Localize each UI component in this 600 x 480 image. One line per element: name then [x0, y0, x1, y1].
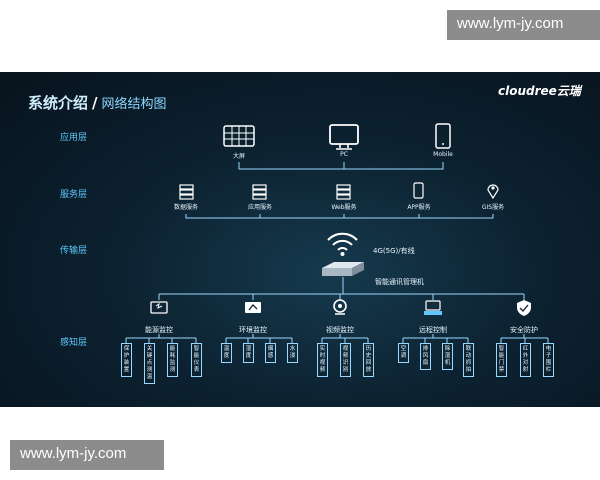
leaf-item: 红外对射 [520, 343, 531, 377]
service-node-app: 应用服务 [247, 204, 272, 211]
group-remote-label: 远程控制 [419, 326, 447, 334]
service-node-web: Web服务 [331, 204, 357, 211]
gateway-device-icon [322, 262, 364, 276]
energy-monitor-icon [150, 301, 168, 314]
app-node-mobile: Mobile [433, 151, 453, 158]
layer-label-service: 服务层 [60, 190, 88, 200]
leaf-item: 温度 [221, 343, 232, 363]
service-node-data: 数据服务 [173, 204, 198, 211]
leaf-item: 保护装置 [121, 343, 132, 377]
wireless-icon [327, 232, 358, 251]
slide-title: 系统介绍/网络结构图 [28, 92, 167, 113]
big-screen-icon [223, 125, 255, 147]
leaf-item: 关键点测温 [144, 343, 155, 384]
leaf-item: 能耗监测 [167, 343, 178, 377]
leaf-item: 历史回放 [363, 343, 374, 377]
leaf-item: 视频识别 [340, 343, 351, 377]
app-node-big-screen: 大屏 [232, 153, 245, 160]
group-environment-label: 环境监控 [239, 326, 267, 334]
app-phone-icon [413, 182, 424, 199]
layer-label-transport: 传输层 [60, 246, 88, 256]
leaf-connectors [125, 334, 549, 343]
leaf-item: 智能仪表 [191, 343, 202, 377]
leaf-item: 水浸 [287, 343, 298, 363]
watermark-bottom: www.lym-jy.com [10, 440, 164, 470]
title-subtitle: 网络结构图 [101, 97, 167, 112]
leaf-item: 空调 [398, 343, 409, 363]
shield-icon [517, 300, 531, 316]
leaf-item: 除湿机 [442, 343, 453, 370]
title-main: 系统介绍 [28, 94, 89, 112]
gateway-label: 智能通讯管理机 [375, 278, 424, 286]
wireless-label: 4G(5G)/有线 [373, 247, 415, 255]
app-node-pc: PC [340, 151, 348, 158]
leaf-item: 智能门禁 [496, 343, 507, 377]
location-pin-icon [487, 184, 499, 200]
leaf-item: 湿度 [243, 343, 254, 363]
network-diagram-slide: 系统介绍/网络结构图 cloudree云瑞 应用层 服务层 传输层 感知层 大屏… [0, 72, 600, 407]
service-node-gis: GIS服务 [481, 204, 505, 211]
diagram-graphics [125, 123, 549, 343]
group-video-label: 视频监控 [326, 326, 354, 334]
leaf-item: 电子围栏 [543, 343, 554, 377]
layer-label-perception: 感知层 [60, 338, 88, 348]
group-energy-label: 能源监控 [145, 326, 173, 334]
mobile-icon [435, 123, 451, 149]
server-icons [179, 184, 351, 200]
leaf-item: 实时视频 [317, 343, 328, 377]
brand-logo: cloudree云瑞 [498, 84, 581, 98]
group-security-label: 安全防护 [510, 326, 538, 334]
leaf-item: 烟感 [265, 343, 276, 363]
leaf-item: 排风扇 [420, 343, 431, 370]
environment-monitor-icon [245, 302, 261, 313]
camera-icon [333, 299, 347, 315]
watermark-top: www.lym-jy.com [447, 10, 600, 40]
remote-control-icon [424, 300, 442, 315]
title-separator: / [92, 94, 98, 112]
service-node-app-service: APP服务 [407, 204, 431, 211]
leaf-item: 联动抓拍 [463, 343, 474, 377]
pc-icon [329, 124, 359, 150]
layer-label-application: 应用层 [60, 133, 88, 143]
